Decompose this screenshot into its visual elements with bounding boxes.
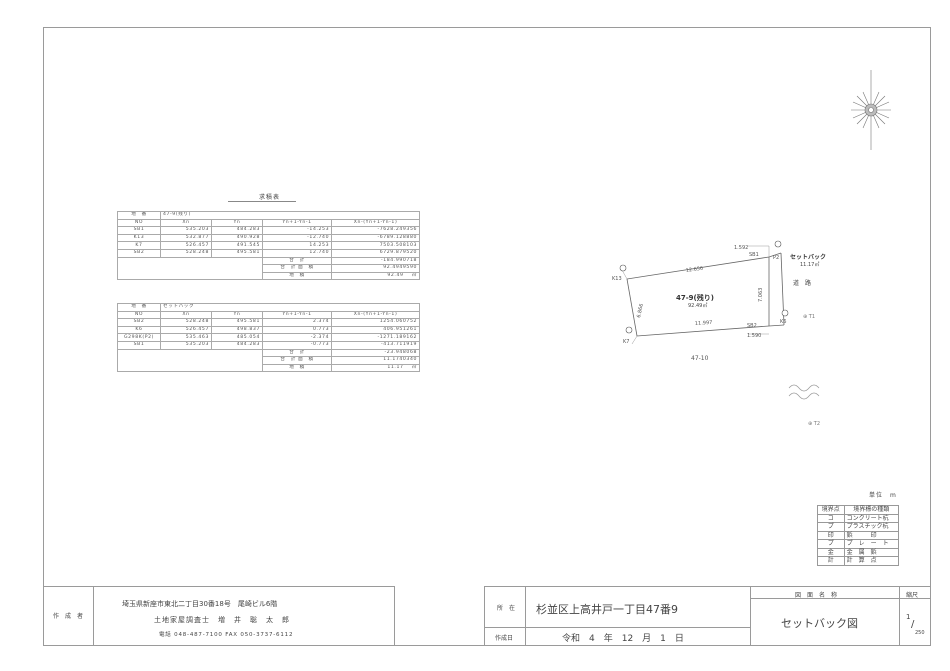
setback-strip (768, 252, 785, 327)
table-header-row: NO Xn Yn Yn+1-Yn-1 Xn-(Yn+1-Yn-1) (117, 310, 420, 320)
scale-numerator: 1 (906, 613, 911, 621)
author-contact: 電話 048-487-7100 FAX 050-3737-6112 (159, 632, 294, 638)
scale-cell: 1 / 250 (899, 598, 931, 646)
drawing-name-cell: セットバック図 (750, 598, 900, 646)
location-label-cell: 所 在 (484, 586, 526, 628)
point-t1: ⊕ T1 (803, 314, 815, 320)
label-k6: K6 (780, 319, 786, 325)
author-label-cell: 作 成 者 (43, 586, 94, 646)
road-label: 道 路 (793, 279, 811, 287)
coord-table-title: 求積表 (259, 194, 281, 201)
legend-symbol-icon: 金 (827, 548, 834, 556)
label-p2: P2 (773, 255, 779, 261)
label-sb1: SB1 (749, 252, 759, 258)
wave-mark-icon (788, 384, 820, 400)
date-value: 令和 4 年 12 月 1 日 (562, 634, 684, 644)
boundary-legend: 境界点 境界標の種類 ココンクリート杭 ププラスチック杭 印鋲 印 ププ レ ー… (817, 505, 900, 566)
extension-lines (621, 245, 770, 345)
legend-row: 金金 属 鋲 (817, 547, 900, 557)
scale-slash: / (911, 619, 915, 630)
legend-symbol-icon: 印 (827, 531, 834, 539)
dim-sb2: 1.590 (747, 333, 761, 339)
legend-row: ココンクリート杭 (817, 513, 900, 523)
author-name: 土地家屋調査士 増 井 聡 太 郎 (154, 616, 290, 624)
dim-left: 6.866 (636, 303, 645, 318)
label-sb2: SB2 (747, 323, 757, 329)
date-label-cell: 作成日 (484, 627, 526, 646)
legend-row: 印鋲 印 (817, 530, 900, 540)
main-lot-label: 47-9(残り) (676, 293, 714, 302)
legend-symbol-icon: コ (827, 514, 834, 522)
author-address: 埼玉県新座市東北二丁目30番18号 尾崎ビル6階 (122, 600, 278, 608)
coord-table-title-rule (228, 201, 296, 202)
setback-label: セットバック (790, 253, 826, 261)
legend-header-row: 境界点 境界標の種類 (817, 505, 900, 515)
location-value: 杉並区上高井戸一丁目47番9 (536, 603, 678, 616)
label-k13: K13 (612, 276, 622, 282)
neighbor-lot-label: 47-10 (691, 355, 709, 362)
drawing-name: セットバック図 (781, 617, 858, 630)
parcel-boundary (626, 256, 770, 337)
location-cell: 杉並区上高井戸一丁目47番9 (525, 586, 751, 628)
label-k7: K7 (623, 339, 629, 345)
dim-right: 7.063 (758, 288, 764, 302)
legend-row: 計計 算 点 (817, 556, 900, 566)
north-arrow-icon (851, 70, 891, 150)
unit-label: 単位 m (869, 492, 897, 499)
coord-table-setback: 地 番 セットバック NO Xn Yn Yn+1-Yn-1 Xn-(Yn+1-Y… (117, 303, 420, 373)
setback-area: 11.17㎡ (800, 261, 819, 268)
legend-symbol-icon: 計 (827, 557, 834, 565)
boundary-point-icon (619, 240, 789, 334)
author-info-cell: 埼玉県新座市東北二丁目30番18号 尾崎ビル6階 土地家屋調査士 増 井 聡 太… (93, 586, 395, 646)
sum-row: 合 計 -184.990718 (117, 256, 420, 281)
scale-denominator: 250 (915, 630, 925, 636)
legend-symbol-icon: プ (827, 540, 834, 548)
legend-row: ププラスチック杭 (817, 522, 900, 532)
legend-row: ププ レ ー ト (817, 539, 900, 549)
point-t2: ⊕ T2 (808, 421, 820, 427)
dim-bottom: 11.997 (695, 320, 713, 327)
legend-symbol-icon: プ (827, 523, 834, 531)
main-lot-area: 92.49㎡ (688, 302, 707, 309)
coord-table-lot: 地 番 47-9(残り) NO Xn Yn Yn+1-Yn-1 Xn-(Yn+1… (117, 211, 420, 281)
dim-top: 12.656 (685, 266, 703, 274)
lot-area-row: 地 積 92.49 ㎡ (118, 271, 420, 281)
date-cell: 令和 4 年 12 月 1 日 (525, 627, 751, 646)
dim-sb1: 1.592 (734, 245, 748, 251)
lot-area-row: 地 積 11.17 ㎡ (118, 363, 420, 373)
